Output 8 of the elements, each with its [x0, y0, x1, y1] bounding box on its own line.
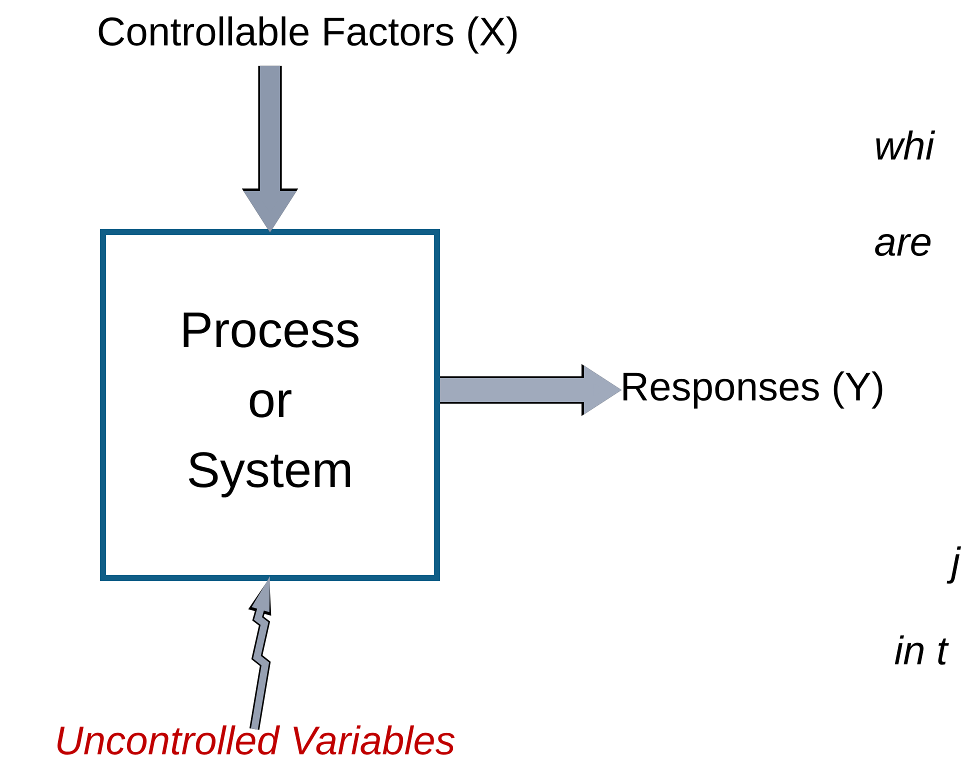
- text-fragment: are: [875, 234, 931, 256]
- text-fragment: j: [946, 546, 962, 584]
- process-box: Process or System: [100, 229, 440, 581]
- text-fragment: whi: [876, 130, 936, 160]
- disturbance-label: Uncontrolled Variables: [58, 725, 455, 755]
- output-label: Responses (Y): [624, 371, 882, 409]
- input-label: Controllable Factors (X): [98, 16, 517, 54]
- text-fragment: in t: [894, 635, 949, 665]
